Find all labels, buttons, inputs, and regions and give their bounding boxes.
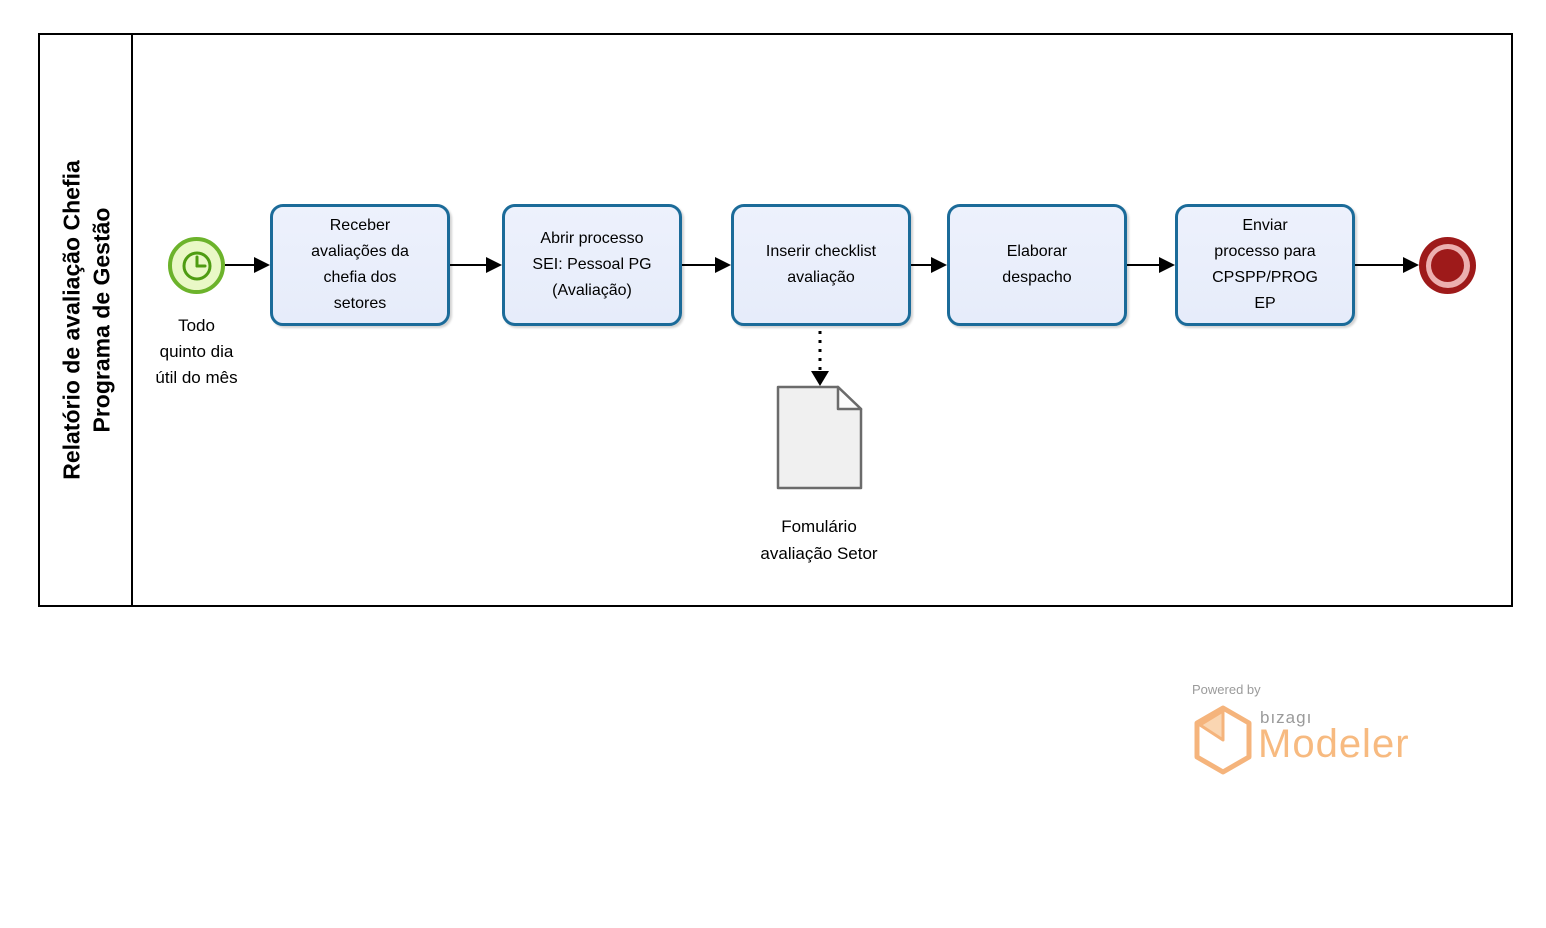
task-receber-avaliacoes[interactable]: Receber avaliações da chefia dos setores	[270, 204, 450, 326]
data-object-document[interactable]	[776, 385, 863, 490]
task-label: Enviar processo para CPSPP/PROG EP	[1212, 217, 1318, 312]
pool-header: Relatório de avaliação Chefia Programa d…	[40, 35, 133, 605]
end-event-core	[1431, 249, 1464, 282]
task-abrir-processo-sei[interactable]: Abrir processo SEI: Pessoal PG (Avaliaçã…	[502, 204, 682, 326]
task-label: Receber avaliações da chefia dos setores	[311, 217, 409, 312]
data-object-label: Fomulário avaliação Setor	[760, 517, 878, 563]
document-shape-icon	[776, 385, 863, 490]
bizagi-brand-text: bızagı	[1260, 708, 1313, 727]
start-event-label: Todo quinto dia útil do mês	[155, 316, 238, 387]
modeler-product-text: Modeler	[1258, 722, 1410, 766]
end-event[interactable]	[1419, 237, 1476, 294]
task-enviar-processo[interactable]: Enviar processo para CPSPP/PROG EP	[1175, 204, 1355, 326]
timer-start-event[interactable]	[168, 237, 225, 294]
pool-title: Relatório de avaliação Chefia Programa d…	[57, 160, 114, 480]
bizagi-hexagon-icon	[1194, 705, 1252, 775]
task-label: Inserir checklist avaliação	[765, 243, 877, 286]
bizagi-modeler-logo[interactable]: Powered by bızagı Modeler	[1190, 682, 1450, 782]
task-label: Elaborar despacho	[1002, 243, 1072, 286]
task-label: Abrir processo SEI: Pessoal PG (Avaliaçã…	[532, 230, 652, 299]
end-event-ring	[1425, 243, 1470, 288]
powered-by-label: Powered by	[1192, 682, 1261, 697]
timer-clock-icon	[182, 251, 211, 280]
task-inserir-checklist[interactable]: Inserir checklist avaliação	[731, 204, 911, 326]
task-elaborar-despacho[interactable]: Elaborar despacho	[947, 204, 1127, 326]
